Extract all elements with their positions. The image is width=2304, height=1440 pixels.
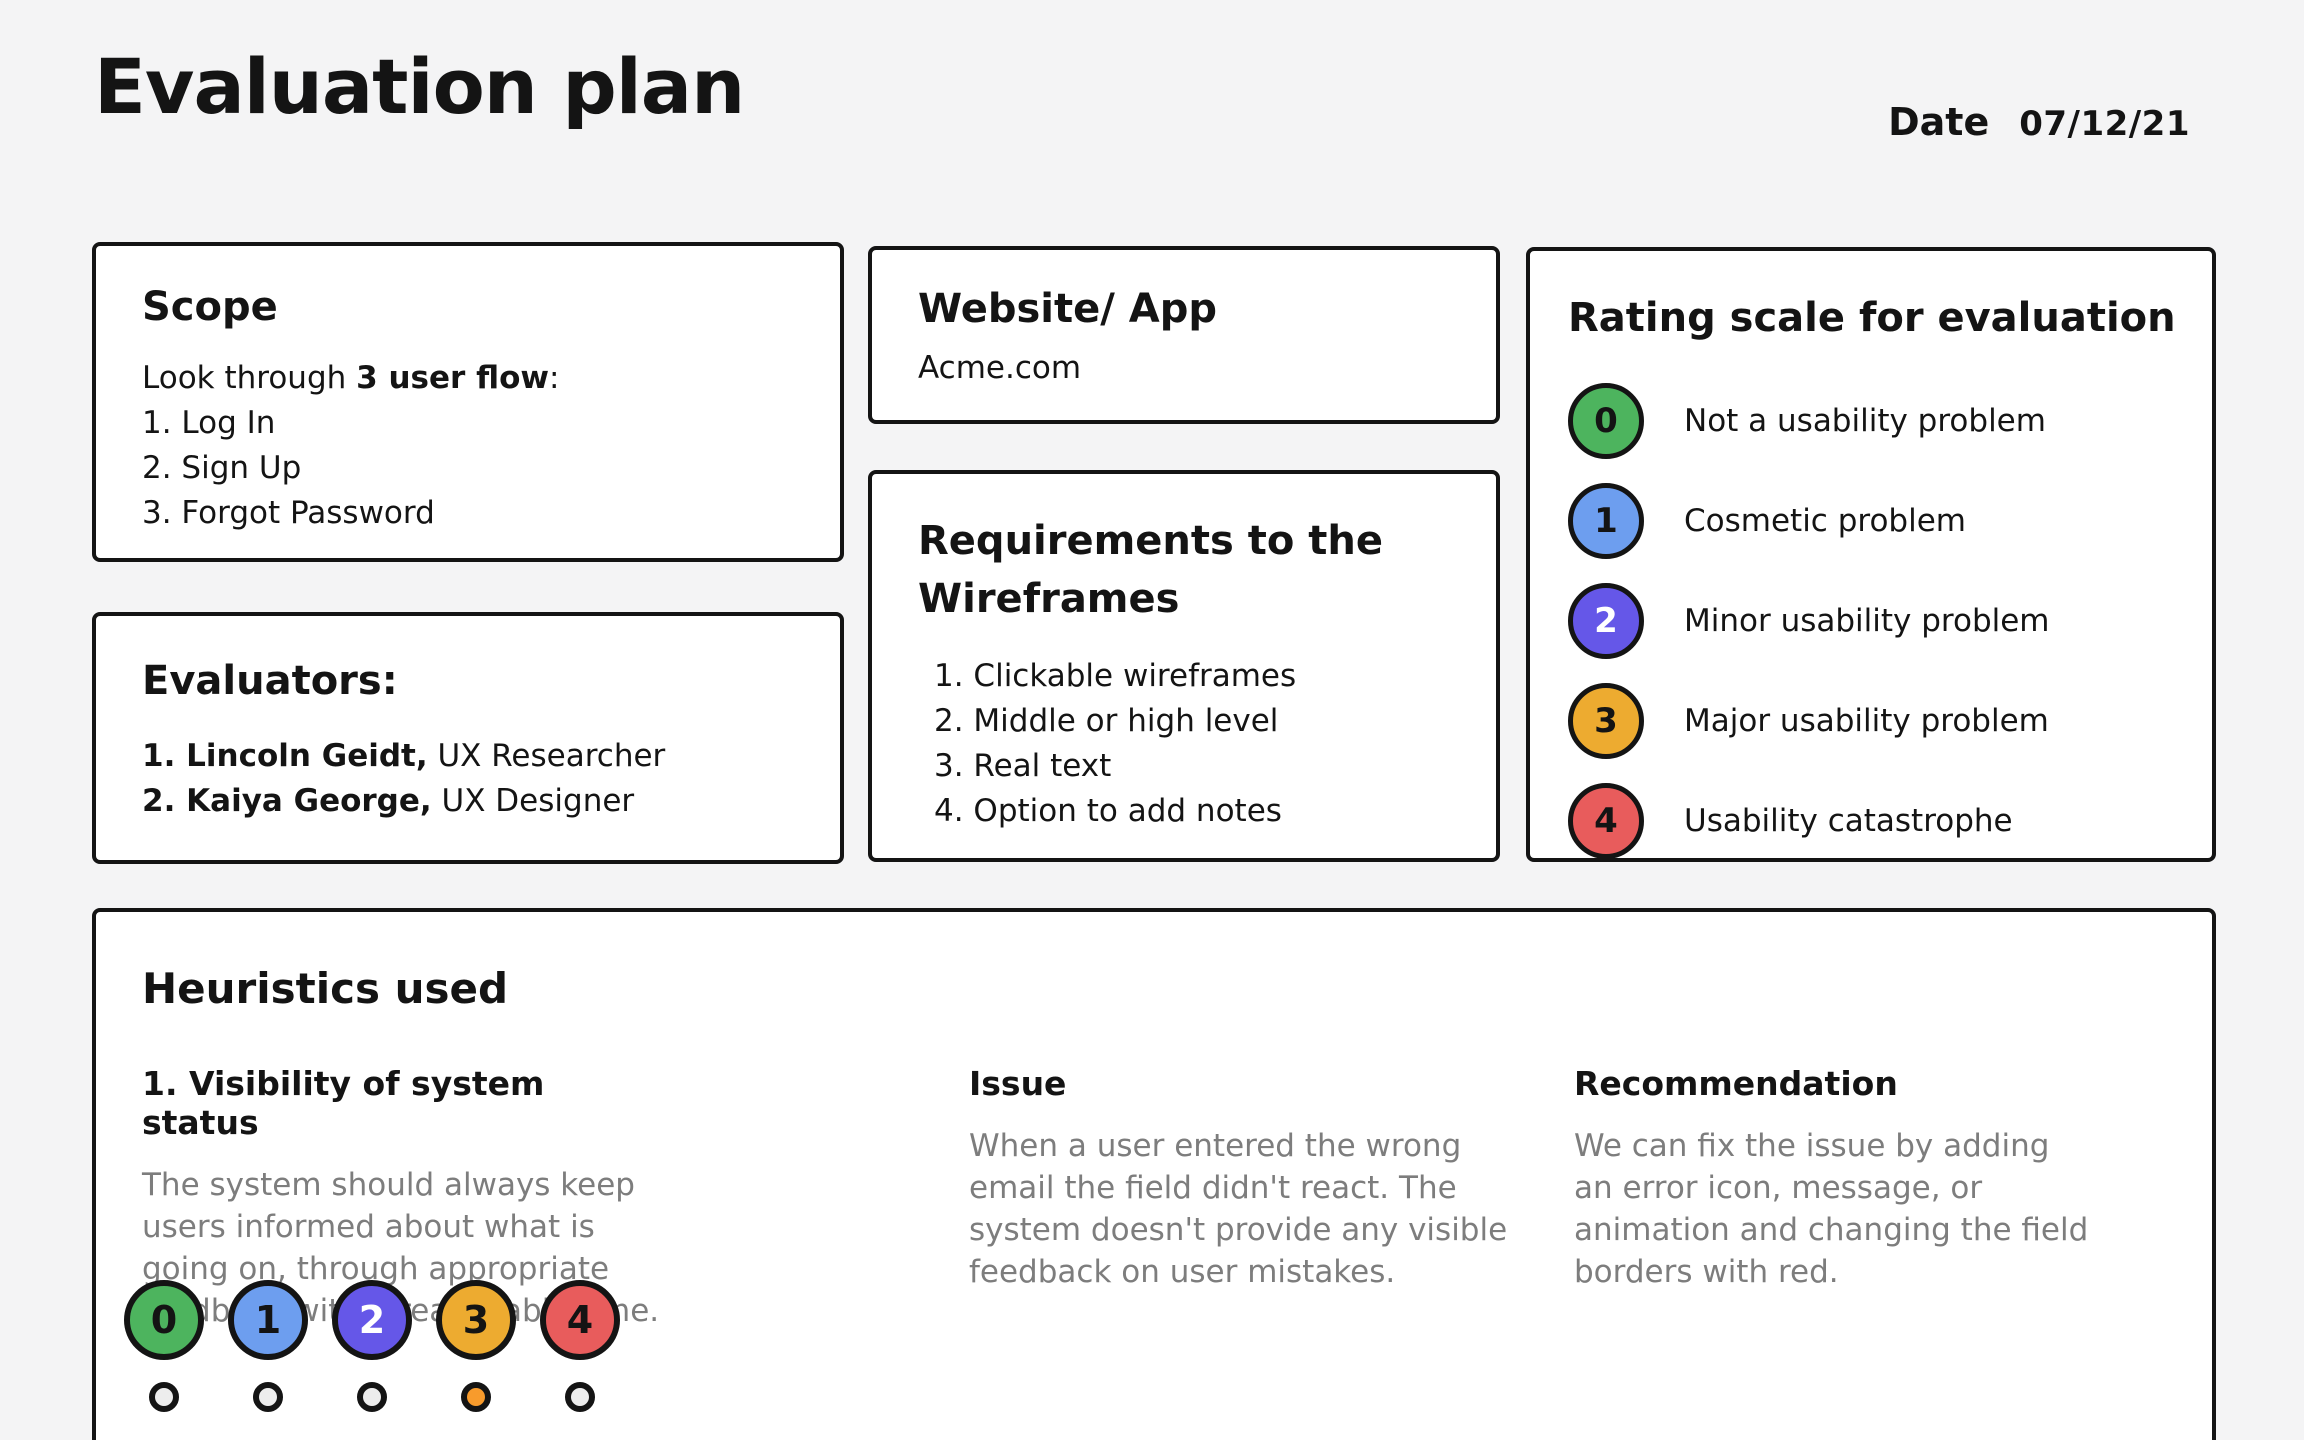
website-app-box: Website/ App Acme.com [868,246,1500,424]
issue-title: Issue [969,1064,1067,1103]
rating-scale-title: Rating scale for evaluation [1568,295,2176,341]
issue-column: Issue When a user entered the wrong emai… [969,1064,1509,1293]
recommendation-text: We can fix the issue by adding an error … [1574,1128,2089,1290]
requirement-item: 4. Option to add notes [934,793,1282,829]
rating-scale-label: Not a usability problem [1684,403,2046,439]
scope-intro: Look through 3 user flow: [142,356,800,401]
issue-text: When a user entered the wrong email the … [969,1128,1508,1290]
rating-option-4: 4 [540,1280,620,1412]
evaluator-name: 2. Kaiya George, [142,783,432,819]
rating-radio-2[interactable] [357,1382,387,1412]
rating-circle-2[interactable]: 2 [332,1280,412,1360]
rating-option-3: 3 [436,1280,516,1412]
evaluators-box: Evaluators: 1. Lincoln Geidt, UX Researc… [92,612,844,864]
heuristic-name: 1. Visibility of system status [142,1064,545,1142]
rating-scale-row: 2 Minor usability problem [1568,583,2192,659]
scope-item: 1. Log In [142,405,276,441]
scope-intro-bold: 3 user flow [356,360,550,396]
evaluator-role: UX Designer [431,783,635,819]
rating-scale-row: 4 Usability catastrophe [1568,783,2192,859]
rating-scale-box: Rating scale for evaluation 0 Not a usab… [1526,247,2216,862]
rating-option-0: 0 [124,1280,204,1412]
rating-badge-4-icon: 4 [1568,783,1644,859]
scope-item: 2. Sign Up [142,450,302,486]
requirements-title: Requirements to the Wireframes [918,518,1383,622]
rating-radio-1[interactable] [253,1382,283,1412]
recommendation-title: Recommendation [1574,1064,1898,1103]
rating-badge-0-icon: 0 [1568,383,1644,459]
requirement-item: 1. Clickable wireframes [934,658,1297,694]
rating-scale-row: 0 Not a usability problem [1568,383,2192,459]
rating-scale-label: Usability catastrophe [1684,803,2013,839]
page-title: Evaluation plan [94,42,745,131]
rating-radio-4[interactable] [565,1382,595,1412]
rating-circle-4[interactable]: 4 [540,1280,620,1360]
scope-box: Scope Look through 3 user flow: 1. Log I… [92,242,844,562]
scope-intro-regular: Look through [142,360,357,396]
requirement-item: 3. Real text [934,748,1112,784]
rating-radio-0[interactable] [149,1382,179,1412]
date-value[interactable]: 07/12/21 [2019,104,2190,144]
rating-option-2: 2 [332,1280,412,1412]
website-app-title: Website/ App [918,286,1217,332]
recommendation-column: Recommendation We can fix the issue by a… [1574,1064,2094,1293]
rating-option-1: 1 [228,1280,308,1412]
date-group: Date 07/12/21 [1888,100,2190,144]
evaluators-title: Evaluators: [142,658,398,704]
rating-badge-2-icon: 2 [1568,583,1644,659]
evaluator-item: 2. Kaiya George, UX Designer [142,779,800,824]
evaluator-item: 1. Lincoln Geidt, UX Researcher [142,734,800,779]
rating-circle-1[interactable]: 1 [228,1280,308,1360]
scope-item: 3. Forgot Password [142,495,435,531]
rating-badge-1-icon: 1 [1568,483,1644,559]
rating-radio-3-selected[interactable] [461,1382,491,1412]
evaluator-name: 1. Lincoln Geidt, [142,738,428,774]
heuristics-title: Heuristics used [142,964,509,1013]
requirement-item: 2. Middle or high level [934,703,1279,739]
rating-badge-3-icon: 3 [1568,683,1644,759]
rating-scale-label: Major usability problem [1684,703,2049,739]
scope-title: Scope [142,284,278,330]
rating-scale-row: 1 Cosmetic problem [1568,483,2192,559]
rating-scale-row: 3 Major usability problem [1568,683,2192,759]
evaluator-role: UX Researcher [427,738,666,774]
website-app-value[interactable]: Acme.com [918,350,1082,386]
rating-circle-0[interactable]: 0 [124,1280,204,1360]
rating-circle-3[interactable]: 3 [436,1280,516,1360]
rating-scale-label: Cosmetic problem [1684,503,1966,539]
requirements-box: Requirements to the Wireframes 1. Clicka… [868,470,1500,862]
rating-scale-label: Minor usability problem [1684,603,2050,639]
heuristics-box: Heuristics used 1. Visibility of system … [92,908,2216,1440]
scope-intro-suffix: : [549,360,560,396]
date-label: Date [1888,100,1990,144]
heuristic-rating-row: 0 1 2 3 4 [124,1280,620,1412]
